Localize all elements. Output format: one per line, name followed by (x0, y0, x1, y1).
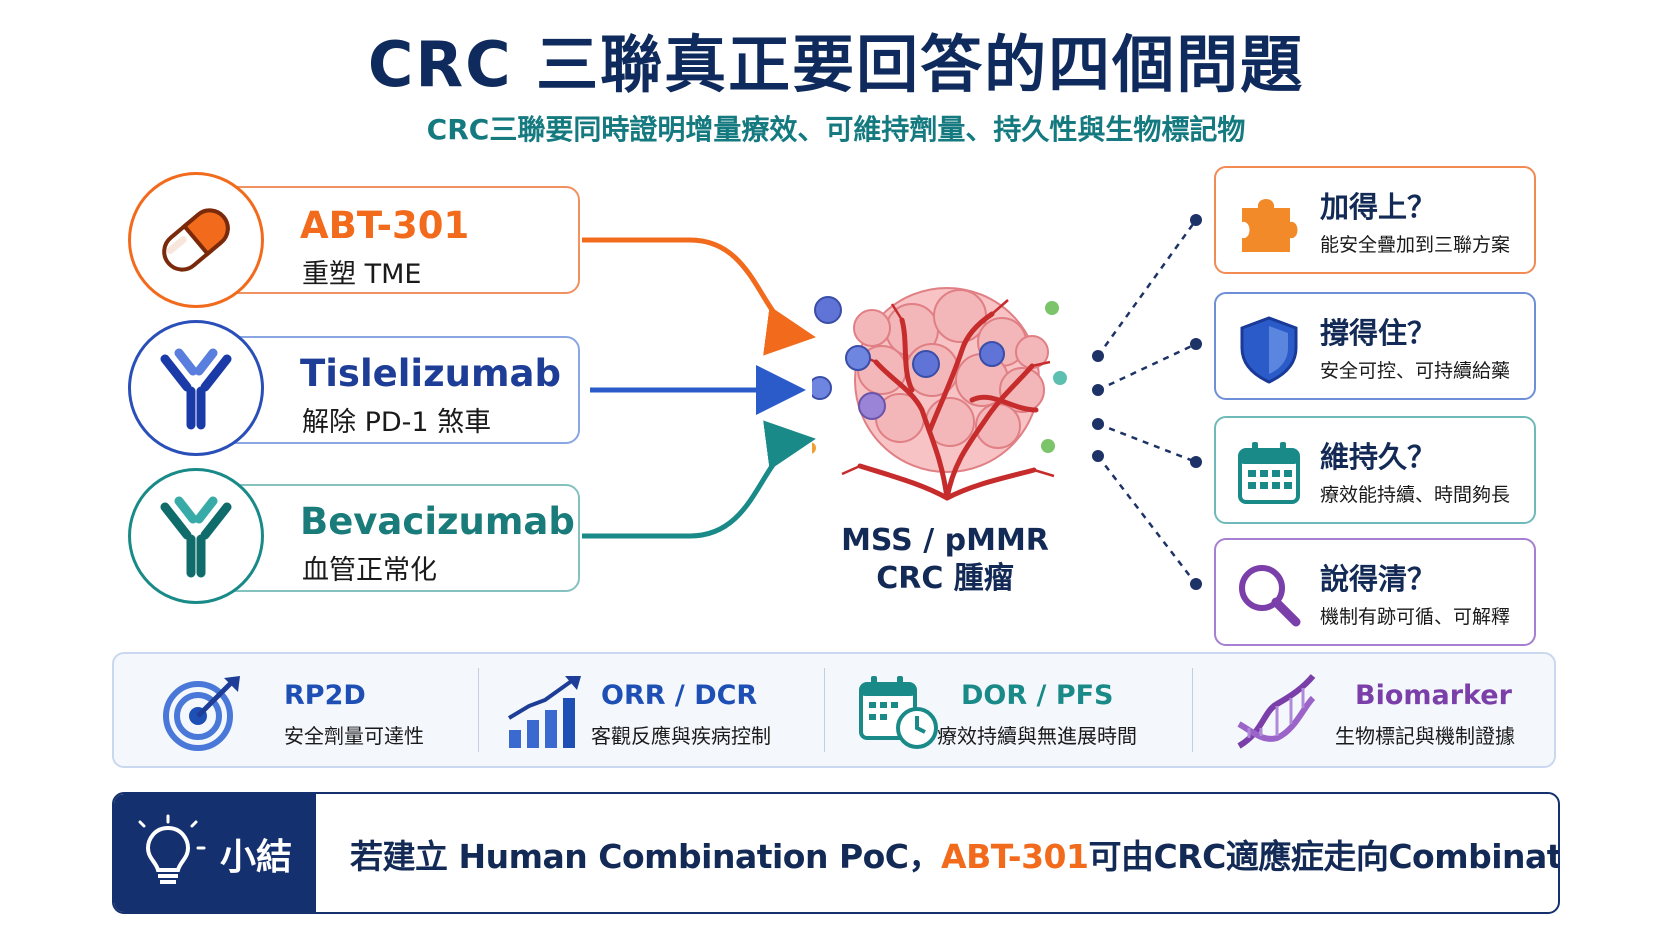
tumor-illustration (812, 287, 1067, 501)
question-title-explain: 說得清？ (1320, 562, 1437, 596)
metric-desc-rp2d: 安全劑量可達性 (284, 724, 424, 748)
dotted-connectors (1096, 219, 1198, 585)
metric-divider (478, 668, 479, 752)
question-desc-explain: 機制有跡可循、可解釋 (1320, 606, 1511, 628)
question-title-durable: 維持久？ (1320, 440, 1437, 474)
capsule-icon (128, 172, 264, 308)
metric-desc-orr-dcr: 客觀反應與疾病控制 (591, 724, 771, 748)
metric-label-dor-pfs: DOR / PFS (961, 680, 1114, 711)
tumor-label: MSS / pMMR CRC 腫瘤 (800, 522, 1090, 598)
arrow-bevacizumab (582, 420, 816, 539)
summary-label: 小結 (220, 837, 293, 878)
drug-desc-tislelizumab: 解除 PD-1 煞車 (302, 407, 492, 438)
shield-icon (1240, 316, 1298, 384)
page-subtitle: CRC三聯要同時證明增量療效、可維持劑量、持久性與生物標記物 (426, 113, 1246, 146)
metric-label-orr-dcr: ORR / DCR (601, 680, 758, 711)
metric-label-biomarker: Biomarker (1355, 680, 1512, 711)
puzzle-icon (1242, 199, 1298, 252)
summary-text-highlight: ABT-301 (941, 837, 1089, 876)
drug-desc-bevacizumab: 血管正常化 (302, 555, 437, 586)
page-title: CRC 三聯真正要回答的四個問題 (367, 28, 1305, 101)
summary-label-panel: 小結 (114, 794, 316, 912)
arrow-abt301 (582, 237, 816, 356)
metric-rp2d: RP2D 安全劑量可達性 (114, 654, 478, 766)
question-desc-sustain: 安全可控、可持續給藥 (1320, 360, 1511, 382)
antibody-icon (128, 468, 264, 604)
lightbulb-icon (138, 814, 206, 884)
metric-orr-dcr: ORR / DCR 客觀反應與疾病控制 (479, 654, 823, 766)
question-desc-durable: 療效能持續、時間夠長 (1320, 484, 1511, 506)
dna-icon (1237, 674, 1316, 749)
metrics-bar: RP2D 安全劑量可達性 ORR / DCR 客觀反應與疾病控制 (112, 652, 1556, 768)
metric-desc-biomarker: 生物標記與機制證據 (1335, 724, 1515, 748)
tumor-label-line1: MSS / pMMR (841, 523, 1049, 558)
summary-text-after: 可由CRC適應症走向Combination Layer (1088, 837, 1560, 876)
drug-name-tislelizumab: Tislelizumab (300, 352, 561, 395)
calendar-icon (1238, 442, 1300, 504)
antibody-icon (128, 320, 264, 456)
drug-name-abt301: ABT-301 (300, 204, 470, 247)
question-card-add: 加得上？ 能安全疊加到三聯方案 (1214, 166, 1536, 274)
summary-box: 小結 若建立 Human Combination PoC，ABT-301可由CR… (112, 792, 1560, 914)
metric-biomarker: Biomarker 生物標記與機制證據 (1193, 654, 1554, 766)
question-card-durable: 維持久？ 療效能持續、時間夠長 (1214, 416, 1536, 524)
metric-label-rp2d: RP2D (284, 680, 366, 711)
drug-name-bevacizumab: Bevacizumab (300, 500, 575, 543)
target-icon (163, 676, 240, 751)
question-card-sustain: 撐得住？ 安全可控、可持續給藥 (1214, 292, 1536, 400)
magnifier-icon (1239, 565, 1301, 627)
question-desc-add: 能安全疊加到三聯方案 (1320, 234, 1511, 256)
question-title-sustain: 撐得住？ (1320, 316, 1437, 350)
question-title-add: 加得上？ (1320, 190, 1437, 224)
metric-desc-dor-pfs: 療效持續與無進展時間 (937, 724, 1137, 748)
metric-divider (824, 668, 825, 752)
metric-dor-pfs: DOR / PFS 療效持續與無進展時間 (825, 654, 1191, 766)
calendar-clock-icon (859, 676, 938, 749)
question-card-explain: 說得清？ 機制有跡可循、可解釋 (1214, 538, 1536, 646)
summary-text-before: 若建立 Human Combination PoC， (350, 837, 942, 876)
metric-divider (1192, 668, 1193, 752)
tumor-label-line2: CRC 腫瘤 (876, 561, 1014, 596)
drug-desc-abt301: 重塑 TME (302, 259, 422, 290)
summary-text: 若建立 Human Combination PoC，ABT-301可由CRC適應… (350, 830, 1560, 878)
bar-growth-icon (507, 676, 581, 748)
